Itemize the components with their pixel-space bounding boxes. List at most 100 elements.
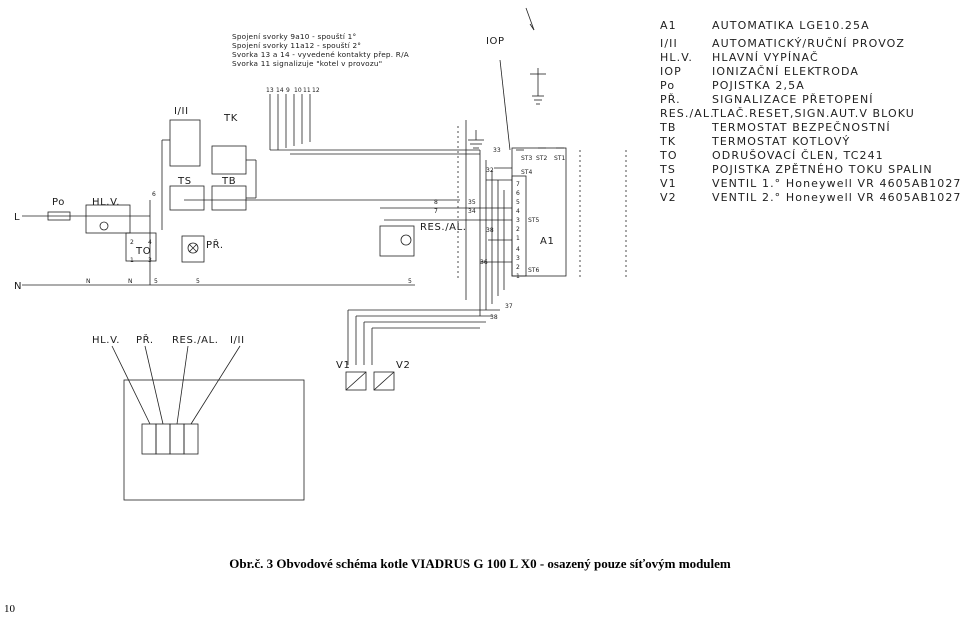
label-pr: PŘ. [206, 238, 224, 251]
label-st5: ST5 [528, 217, 539, 224]
wiring-notes: Spojení svorky 9a10 - spouští 1° Spojení… [232, 32, 409, 68]
label-ts: TS [177, 176, 192, 187]
legend-desc: VENTIL 1.° Honeywell VR 4605AB1027 [712, 177, 960, 190]
wire-number: 5 [196, 278, 200, 285]
wire-number: 7 [434, 208, 438, 215]
note-line: Spojení svorky 9a10 - spouští 1° [232, 32, 356, 41]
wire-number: 35 [468, 199, 476, 206]
legend-desc: AUTOMATICKÝ/RUČNÍ PROVOZ [712, 37, 905, 50]
st-labels: ST3 ST2 ST1 ST4 ST5 ST6 [521, 155, 565, 274]
wire-number: 4 [148, 239, 152, 246]
legend-desc: POJISTKA ZPĚTNÉHO TOKU SPALIN [712, 163, 933, 176]
wire-number: 6 [152, 191, 156, 198]
figure-caption: Obr.č. 3 Obvodové schéma kotle VIADRUS G… [229, 556, 731, 571]
wire-number: 1 [130, 257, 134, 264]
label-resal: RES./AL. [420, 222, 467, 233]
pin-number: 6 [516, 190, 520, 197]
label-i-ii: I/II [174, 106, 189, 117]
legend-code: TS [659, 163, 676, 176]
legend-code: V2 [660, 191, 677, 204]
legend-desc: VENTIL 2.° Honeywell VR 4605AB1027 [712, 191, 960, 204]
pin-number: 3 [516, 217, 520, 224]
wire-number: 32 [486, 167, 494, 174]
label-to: TO [135, 246, 151, 257]
label-st1: ST1 [554, 155, 565, 162]
pin-number: 5 [516, 199, 520, 206]
pin-number: 1 [516, 235, 520, 242]
panel-label: I/II [230, 335, 245, 346]
wire-number: 33 [493, 147, 501, 154]
legend-table: A1 AUTOMATIKA LGE10.25A I/II AUTOMATICKÝ… [659, 19, 960, 204]
pin-number: 1 [516, 273, 520, 280]
wire-number: 38 [490, 314, 498, 321]
wire-number: N [86, 278, 91, 285]
panel-labels: HL.V. PŘ. RES./AL. I/II [92, 333, 245, 346]
wire-number: N [128, 278, 133, 285]
label-st2: ST2 [536, 155, 547, 162]
wire-numbers: 6 8 7 35 34 33 32 38 36 37 38 5 5 5 N N … [86, 147, 513, 321]
legend-code: I/II [660, 37, 678, 50]
note-line: Spojení svorky 11a12 - spouští 2° [232, 41, 361, 50]
legend-code: A1 [660, 19, 677, 32]
legend-code: RES./AL. [660, 107, 715, 120]
component-labels: I/II TK TS TB Po HL.V. TO PŘ. RES./AL. I… [14, 36, 554, 371]
label-l: L [14, 212, 20, 223]
pin-number: 3 [516, 255, 520, 262]
wire-number: 2 [130, 239, 134, 246]
label-st6: ST6 [528, 267, 539, 274]
legend-desc: TLAČ.RESET,SIGN.AUT.V BLOKU [711, 107, 915, 120]
terminal-number: 14 [276, 87, 284, 94]
wire-number: 34 [468, 208, 476, 215]
legend-code: PŘ. [660, 93, 681, 106]
label-v1: V1 [336, 360, 350, 371]
legend-code: TB [659, 121, 676, 134]
label-po: Po [52, 197, 65, 208]
panel-label: PŘ. [136, 333, 154, 346]
note-line: Svorka 13 a 14 - vyvedené kontakty přep.… [232, 50, 409, 59]
label-a1: A1 [540, 236, 554, 247]
page-number: 10 [4, 603, 15, 615]
legend-code: Po [660, 79, 675, 92]
pin-number: 4 [516, 246, 520, 253]
terminal-number: 11 [303, 87, 311, 94]
top-terminal-numbers: 13 14 9 10 11 12 [266, 87, 320, 94]
legend-desc: TERMOSTAT KOTLOVÝ [711, 135, 850, 148]
label-n: N [14, 281, 22, 292]
legend-code: V1 [660, 177, 677, 190]
wire-number: 8 [434, 199, 438, 206]
label-st3: ST3 [521, 155, 532, 162]
legend-code: HL.V. [660, 51, 693, 64]
label-iop: IOP [486, 36, 505, 47]
legend-code: TK [659, 135, 676, 148]
terminal-number: 13 [266, 87, 274, 94]
wire-number: 37 [505, 303, 513, 310]
legend-desc: SIGNALIZACE PŘETOPENÍ [712, 93, 874, 106]
pin-number: 2 [516, 264, 520, 271]
wire-number: 5 [154, 278, 158, 285]
pin-number: 2 [516, 226, 520, 233]
pin-number: 7 [516, 181, 520, 188]
terminal-number: 9 [286, 87, 290, 94]
terminal-number: 12 [312, 87, 320, 94]
wire-number: 5 [408, 278, 412, 285]
legend-desc: TERMOSTAT BEZPEČNOSTNÍ [711, 121, 891, 134]
legend-code: TO [659, 149, 678, 162]
legend-code: IOP [660, 65, 682, 78]
wire-number: 3 [148, 257, 152, 264]
legend-desc: HLAVNÍ VYPÍNAČ [712, 51, 819, 64]
legend-desc: POJISTKA 2,5A [712, 79, 805, 92]
panel-label: HL.V. [92, 335, 120, 346]
legend-desc: IONIZAČNÍ ELEKTRODA [712, 65, 859, 78]
legend-desc: ODRUŠOVACÍ ČLEN, TC241 [712, 149, 884, 162]
wire-number: 36 [480, 259, 488, 266]
label-v2: V2 [396, 360, 410, 371]
note-line: Svorka 11 signalizuje "kotel v provozu" [232, 59, 382, 68]
label-hlv: HL.V. [92, 197, 120, 208]
label-tk: TK [223, 113, 238, 124]
wire-number: 38 [486, 227, 494, 234]
terminal-number: 10 [294, 87, 302, 94]
pin-number: 4 [516, 208, 520, 215]
label-tb: TB [221, 176, 236, 187]
